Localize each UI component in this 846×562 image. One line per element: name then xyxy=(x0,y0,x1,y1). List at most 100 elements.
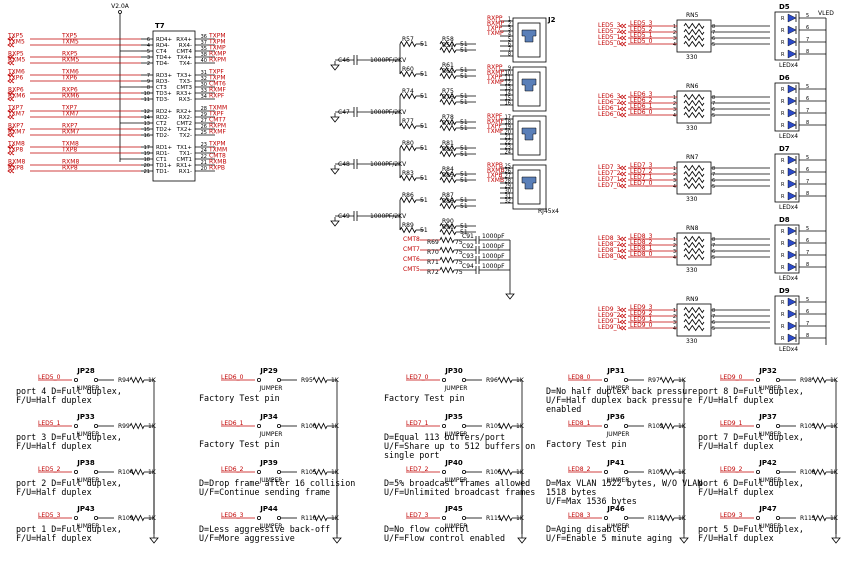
transformer-right-pin-label: RX1- xyxy=(179,169,192,175)
transformer-right-pin-label: TX2- xyxy=(178,133,192,139)
led-pin-number: 8 xyxy=(806,262,809,268)
hv-cap-value: 1000PF/2KV xyxy=(370,57,407,64)
cmt-resistor-value: 75 xyxy=(455,239,463,246)
right-net-label: TXMM xyxy=(208,147,227,154)
led-pin-number: 8 xyxy=(806,191,809,197)
rn-pin-number: 1 xyxy=(673,95,676,101)
transformer-right-pin-label: CMT3 xyxy=(177,85,193,91)
net-port-icon xyxy=(7,108,15,114)
transformer-right-pin-label: CMT4 xyxy=(177,49,193,55)
termination-resistor-value: 51 xyxy=(460,41,468,48)
rn-pin-number: 7 xyxy=(712,243,715,249)
termination-resistor-value: 51 xyxy=(460,177,468,184)
jumper-resistor-value: 1K xyxy=(148,515,157,522)
left-net-label: TXP8 xyxy=(7,147,23,154)
jumper-description: U/F=Flow control enabled xyxy=(384,533,505,543)
rn-pin-number: 7 xyxy=(712,30,715,36)
cmt-cap-value: 1000pF xyxy=(482,263,505,270)
jumper-pin xyxy=(461,469,466,474)
transformer-right-pin-number: 35 xyxy=(201,46,207,52)
net-port-icon xyxy=(7,168,15,174)
left-net-label-inner: RXP6 xyxy=(62,87,78,94)
jumper-net-label: LED7_0 xyxy=(406,374,429,381)
rn-pin-number: 7 xyxy=(712,172,715,178)
rn-pin-number: 5 xyxy=(712,113,715,119)
termination-resistor xyxy=(439,228,457,236)
net-port-icon xyxy=(7,144,15,150)
led-pin-number: 5 xyxy=(806,226,809,232)
led-anode-mark: R xyxy=(781,336,785,342)
left-net-label-inner: RXM7 xyxy=(62,129,79,136)
jumper-resistor-ref: R107 xyxy=(648,469,664,476)
connector-net-label: RXPF xyxy=(487,113,503,120)
cmt-cap-value: 1000pF xyxy=(482,253,505,260)
right-net-label: TXMP xyxy=(208,45,226,52)
right-net-label: TXMM xyxy=(208,105,227,112)
transformer-left-pin-number: 4 xyxy=(147,43,150,49)
transformer-right-pin-label: TX1+ xyxy=(176,145,193,151)
transformer-left-pin-number: 21 xyxy=(144,169,150,175)
jumper-description: D=Less aggressive back-off xyxy=(199,524,330,534)
jumper-ref: JP31 xyxy=(606,367,625,375)
net-port-icon xyxy=(619,23,627,29)
jumper-pull-resistor xyxy=(312,376,328,384)
jumper-pin xyxy=(276,516,281,521)
left-net-label-inner: TXP6 xyxy=(61,75,77,82)
jumper-pin xyxy=(256,516,261,521)
led-icon xyxy=(787,25,797,35)
cmt-net-label: CMT7 xyxy=(403,246,420,253)
termination-resistor xyxy=(439,202,457,210)
transformer-left-pin-number: 9 xyxy=(147,79,150,85)
jumper-description: 1518 bytes xyxy=(546,487,596,497)
net-port-icon xyxy=(619,254,627,260)
rj45-pin-number: 7 xyxy=(508,47,511,53)
rn-pin-number: 1 xyxy=(673,166,676,172)
jumper-resistor-ref: R101 xyxy=(486,423,502,430)
ground-triangle xyxy=(330,64,340,71)
transformer-right-pin-label: TX3+ xyxy=(176,73,193,79)
jumper-pull-resistor xyxy=(659,514,675,522)
hv-cap-ref: C47 xyxy=(338,109,350,116)
resistor-network-ref: RN6 xyxy=(686,83,699,90)
left-net-label-inner: TXP8 xyxy=(61,147,77,154)
jumper-resistor-ref: R98 xyxy=(800,377,812,384)
jumper-resistor-value: 1K xyxy=(830,377,839,384)
jumper-pin xyxy=(461,377,466,382)
termination-resistor-value: 51 xyxy=(460,229,468,236)
rn-pin-number: 8 xyxy=(712,308,715,314)
connector-net-label: RXPB xyxy=(487,162,503,169)
transformer-right-pin-label: TX4+ xyxy=(176,55,193,61)
jumper-resistor-value: 1K xyxy=(331,423,340,430)
termination-resistor-ref: R62 xyxy=(442,68,454,75)
termination-resistor-value: 51 xyxy=(460,151,468,158)
led-icon xyxy=(787,155,797,165)
jumper-pin xyxy=(756,516,761,521)
jumper-pin xyxy=(256,469,261,474)
jumper-type-label: JUMPER xyxy=(76,477,100,484)
resistor-network-ref: RN8 xyxy=(686,225,699,232)
led-pin-number: 6 xyxy=(806,309,809,315)
jumper-description: U/F=Max 1536 bytes xyxy=(546,496,637,506)
termination-resistor-value: 51 xyxy=(460,197,468,204)
led-anode-mark: R xyxy=(781,300,785,306)
right-net-label: CMT8 xyxy=(209,153,226,160)
jumper-resistor-value: 1K xyxy=(830,423,839,430)
cmt-net-label: CMT8 xyxy=(403,236,420,243)
left-net-label: RXM7 xyxy=(8,129,25,136)
net-port-icon xyxy=(619,35,627,41)
jumper-ref: JP47 xyxy=(758,505,777,513)
rj45-pin-number: 25 xyxy=(505,164,511,170)
transformer-left-pin-number: 17 xyxy=(144,145,150,151)
jumper-description: D=Equal 113 buffers/port xyxy=(384,432,505,442)
termination-resistor-ref: R85 xyxy=(442,172,454,179)
resistor-network-element xyxy=(683,235,705,243)
rj45-pin-number: 27 xyxy=(505,174,511,180)
rn-pin-number: 2 xyxy=(673,101,676,107)
termination-resistor xyxy=(439,98,457,106)
jumper-description: single port xyxy=(384,450,439,460)
jumper-pull-resistor xyxy=(811,376,827,384)
led-icon xyxy=(787,250,797,260)
resistor-network-element xyxy=(683,111,705,119)
jumper-resistor-value: 1K xyxy=(678,377,687,384)
jumper-net-label: LED6_0 xyxy=(221,374,244,381)
